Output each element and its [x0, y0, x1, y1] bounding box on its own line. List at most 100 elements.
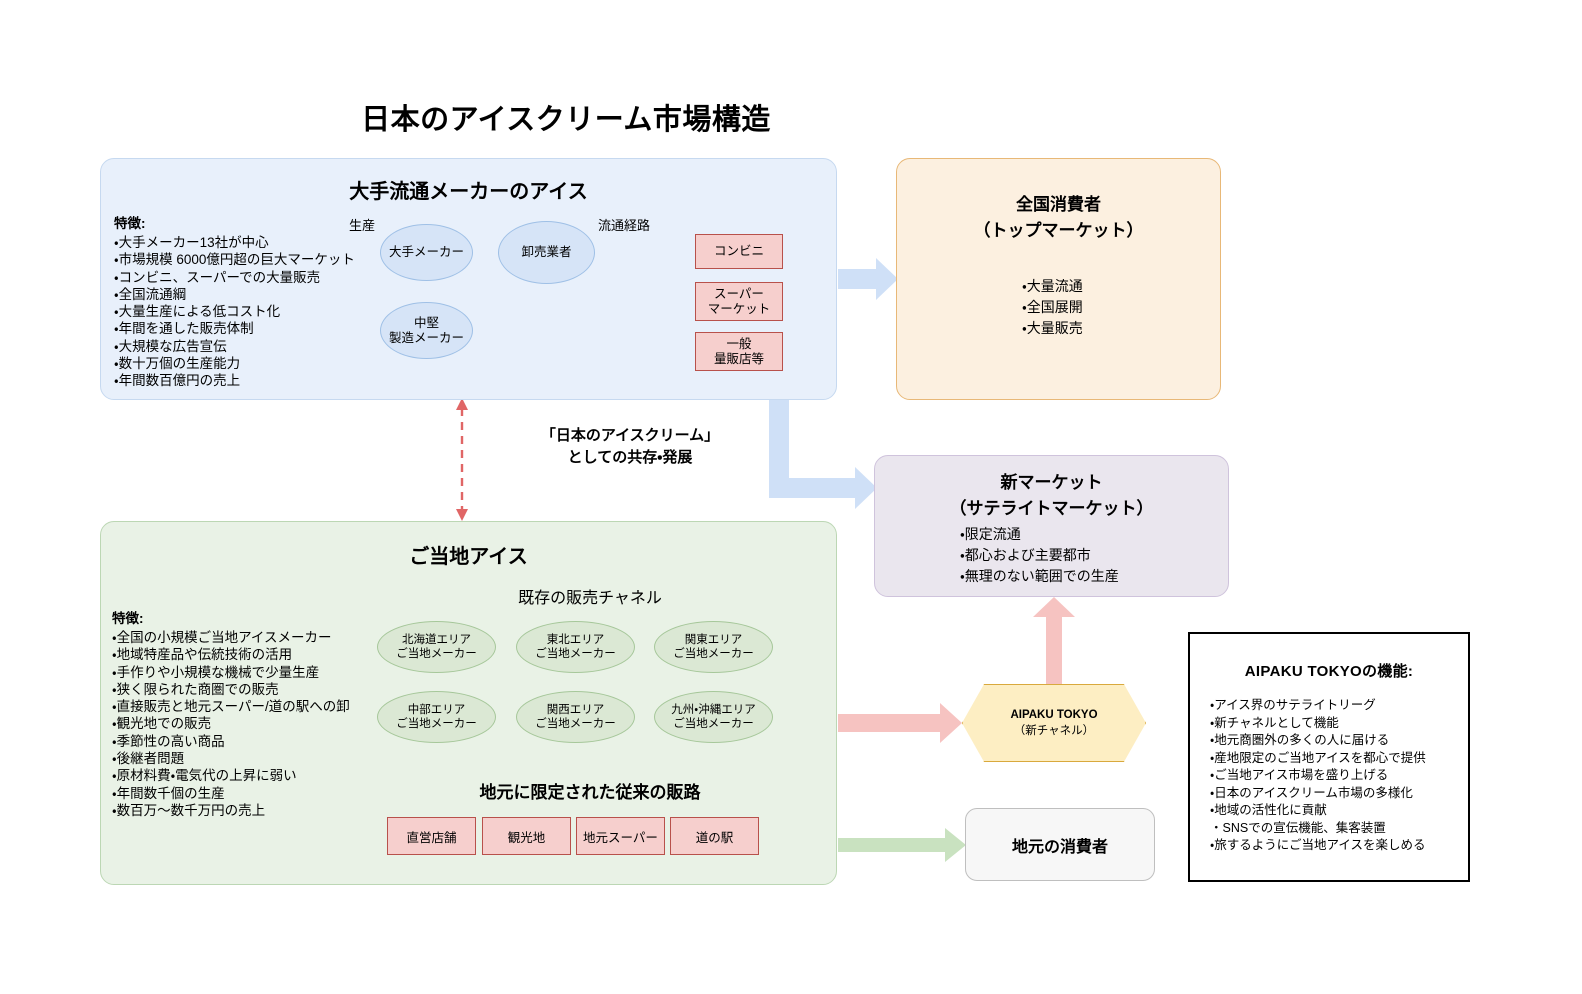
line-1: 関西エリア [546, 704, 605, 716]
list-item: ・地元商圏外の多くの人に届ける [1210, 733, 1390, 747]
panel-new-market-title: 新マーケット （サテライトマーケット） [875, 470, 1228, 522]
aipaku-subtitle: （新チャネル） [1013, 725, 1095, 737]
node-major-maker[interactable]: 大手メーカー [380, 224, 473, 281]
line-2: ご当地メーカー [673, 648, 754, 660]
list-item: ・都心および主要都市 [960, 547, 1091, 563]
line-1: 「日本のアイスクリーム」 [540, 427, 720, 444]
line-2: ご当地メーカー [673, 718, 754, 730]
list-item: ・コンビニ、スーパーでの大量販売 [114, 269, 321, 285]
caption-distribution-route: 流通経路 [598, 218, 651, 233]
panel-new-satellite-market: 新マーケット （サテライトマーケット） [874, 455, 1229, 597]
box-aipaku-functions: AIPAKU TOKYOの機能: ・アイス界のサテライトリーグ ・新チャネルとし… [1188, 632, 1470, 882]
list-item: ・大量生産による低コスト化 [114, 304, 281, 320]
route-direct-store[interactable]: 直営店舗 [387, 817, 476, 855]
arrow-local-to-aipaku [838, 703, 962, 743]
route-tourist-spot[interactable]: 観光地 [482, 817, 571, 855]
route-label: 観光地 [507, 830, 546, 845]
region-label: 北海道エリア ご当地メーカー [396, 633, 477, 661]
line-1: 全国消費者 [1016, 195, 1101, 214]
node-wholesaler-label: 卸売業者 [521, 245, 572, 259]
list-item: ・地域の活性化に貢献 [1210, 803, 1327, 817]
caption-production: 生産 [349, 218, 376, 233]
panel-local-title: ご当地アイス [409, 546, 528, 568]
list-item: ・大量流通 [1022, 278, 1083, 294]
caption-existing-sales-channel: 既存の販売チャネル [518, 590, 662, 607]
list-item: ・狭く限られた商圏での販売 [112, 681, 279, 697]
list-item: ・新チャネルとして機能 [1210, 715, 1339, 730]
outlet-mass-retailer[interactable]: 一般 量販店等 [695, 332, 783, 371]
panel-local-consumers: 地元の消費者 [965, 808, 1155, 881]
list-item: ・数百万〜数千万円の売上 [112, 802, 266, 818]
list-item: ・年間数百億円の売上 [114, 373, 241, 389]
region-label: 九州・沖縄エリア ご当地メーカー [671, 703, 755, 731]
list-item: ・全国流通綱 [114, 286, 187, 302]
node-aipaku-tokyo[interactable]: AIPAKU TOKYO （新チャネル） [962, 684, 1146, 762]
outlet-convenience-store[interactable]: コンビニ [695, 234, 783, 269]
route-label: 直営店舗 [406, 830, 457, 845]
national-points-list: ・大量流通 ・全国展開 ・大量販売 [1022, 276, 1083, 339]
region-node-kanto[interactable]: 関東エリア ご当地メーカー [654, 621, 773, 673]
list-item: ・原材料費・電気代の上昇に弱い [112, 768, 297, 784]
list-item: ・後継者問題 [112, 751, 185, 767]
list-item: ・限定流通 [960, 526, 1021, 542]
local-features-heading: 特徴: [112, 611, 144, 626]
region-label: 東北エリア ご当地メーカー [535, 633, 616, 661]
region-node-tohoku[interactable]: 東北エリア ご当地メーカー [516, 621, 635, 673]
line-2: ご当地メーカー [396, 648, 477, 660]
line-1: 北海道エリア [402, 634, 471, 646]
line-2: 製造メーカー [388, 330, 464, 345]
arrow-coexistence [456, 398, 468, 521]
list-item: ・アイス界のサテライトリーグ [1210, 698, 1376, 712]
line-1: 九州・沖縄エリア [671, 704, 756, 716]
line-2: ご当地メーカー [396, 718, 477, 730]
arrow-aipaku-to-newmarket [1033, 597, 1075, 684]
region-node-kansai[interactable]: 関西エリア ご当地メーカー [516, 691, 635, 743]
list-item: ・季節性の高い商品 [112, 733, 225, 749]
new-market-points-list: ・限定流通 ・都心および主要都市 ・無理のない範囲での生産 [960, 524, 1119, 587]
list-item: ・市場規模 6000億円超の巨大マーケット [114, 252, 355, 268]
arrow-local-to-localconsumer [838, 828, 966, 862]
local-features-list: ・全国の小規模ご当地アイスメーカー ・地域特産品や伝統技術の活用 ・手作りや小規… [112, 629, 372, 819]
line-2: としての共存・発展 [567, 449, 693, 466]
caption-limited-local-route: 地元に限定された従来の販路 [479, 783, 701, 802]
region-label: 関西エリア ご当地メーカー [535, 703, 616, 731]
outlet-supermarket[interactable]: スーパー マーケット [695, 282, 783, 321]
region-node-hokkaido[interactable]: 北海道エリア ご当地メーカー [377, 621, 496, 673]
region-node-chubu[interactable]: 中部エリア ご当地メーカー [377, 691, 496, 743]
list-item: ・大量販売 [1022, 320, 1083, 336]
line-1: 関東エリア [684, 634, 743, 646]
route-michinoeki[interactable]: 道の駅 [670, 817, 759, 855]
list-item: ・ご当地アイス市場を盛り上げる [1210, 768, 1389, 782]
region-label: 中部エリア ご当地メーカー [396, 703, 477, 731]
region-label: 関東エリア ご当地メーカー [673, 633, 754, 661]
list-item: ・観光地での販売 [112, 716, 212, 732]
list-item: ・全国展開 [1022, 299, 1083, 315]
panel-major-title: 大手流通メーカーのアイス [349, 181, 588, 203]
line-2: 量販店等 [713, 351, 764, 366]
route-label: 道の駅 [695, 830, 734, 845]
line-1: スーパー [714, 286, 764, 301]
line-1: 中堅 [413, 315, 439, 330]
panel-national-title: 全国消費者 （トップマーケット） [897, 192, 1220, 244]
arrow-major-to-national [838, 258, 898, 300]
major-features-heading: 特徴: [114, 216, 146, 231]
list-item: ・SNSでの宣伝機能、集客装置 [1210, 820, 1386, 835]
route-label: 地元スーパー [583, 830, 658, 845]
local-features-block: 特徴: ・全国の小規模ご当地アイスメーカー ・地域特産品や伝統技術の活用 ・手作… [112, 607, 372, 819]
region-node-kyushu-okinawa[interactable]: 九州・沖縄エリア ご当地メーカー [654, 691, 773, 743]
list-item: ・大規模な広告宣伝 [114, 338, 227, 354]
outlet-label: スーパー マーケット [708, 287, 771, 317]
list-item: ・年間を通した販売体制 [114, 321, 254, 337]
node-wholesaler[interactable]: 卸売業者 [498, 221, 595, 284]
list-item: ・手作りや小規模な機械で少量生産 [112, 664, 320, 680]
line-2: ご当地メーカー [535, 718, 616, 730]
outlet-label: コンビニ [713, 244, 764, 258]
node-mid-tier-maker[interactable]: 中堅 製造メーカー [380, 302, 473, 359]
route-local-supermarket[interactable]: 地元スーパー [576, 817, 665, 855]
line-2: （サテライトマーケット） [949, 499, 1154, 518]
line-1: 新マーケット [1000, 473, 1103, 492]
list-item: ・年間数千個の生産 [112, 785, 225, 801]
line-1: 中部エリア [407, 704, 466, 716]
major-features-block: 特徴: ・大手メーカー13社が中心 ・市場規模 6000億円超の巨大マーケット … [114, 212, 364, 390]
